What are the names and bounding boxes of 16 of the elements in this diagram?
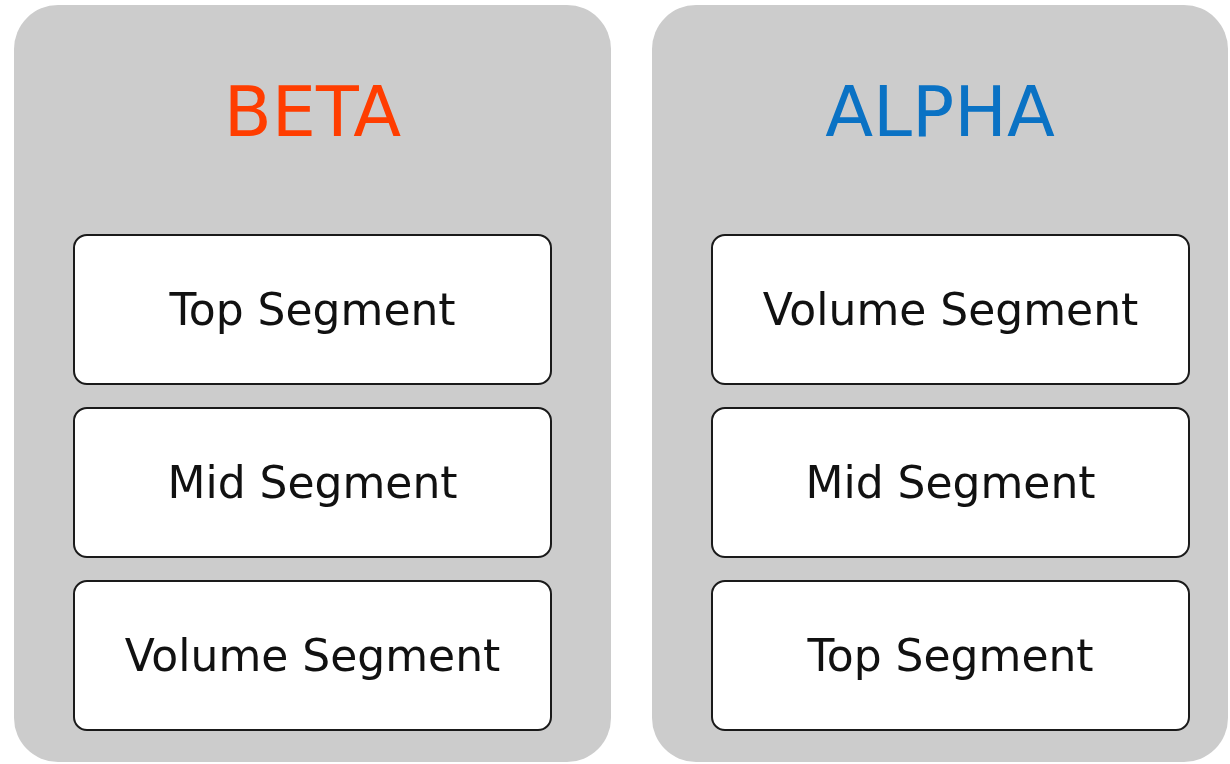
segment-box bbox=[73, 580, 552, 731]
segment-label: Top Segment bbox=[807, 630, 1094, 681]
segment-label: Top Segment bbox=[169, 284, 456, 335]
group-panel bbox=[14, 5, 611, 762]
segment-box bbox=[711, 234, 1190, 385]
panel-title: BETA bbox=[222, 77, 403, 147]
segment-box bbox=[711, 407, 1190, 558]
segment-box bbox=[711, 580, 1190, 731]
segment-label: Volume Segment bbox=[762, 284, 1139, 335]
segment-label: Mid Segment bbox=[167, 457, 458, 508]
segment-box bbox=[73, 407, 552, 558]
segment-label: Mid Segment bbox=[805, 457, 1096, 508]
panel-title: ALPHA bbox=[824, 77, 1056, 147]
group-panel bbox=[652, 5, 1228, 762]
segment-box bbox=[73, 234, 552, 385]
segment-label: Volume Segment bbox=[124, 630, 501, 681]
